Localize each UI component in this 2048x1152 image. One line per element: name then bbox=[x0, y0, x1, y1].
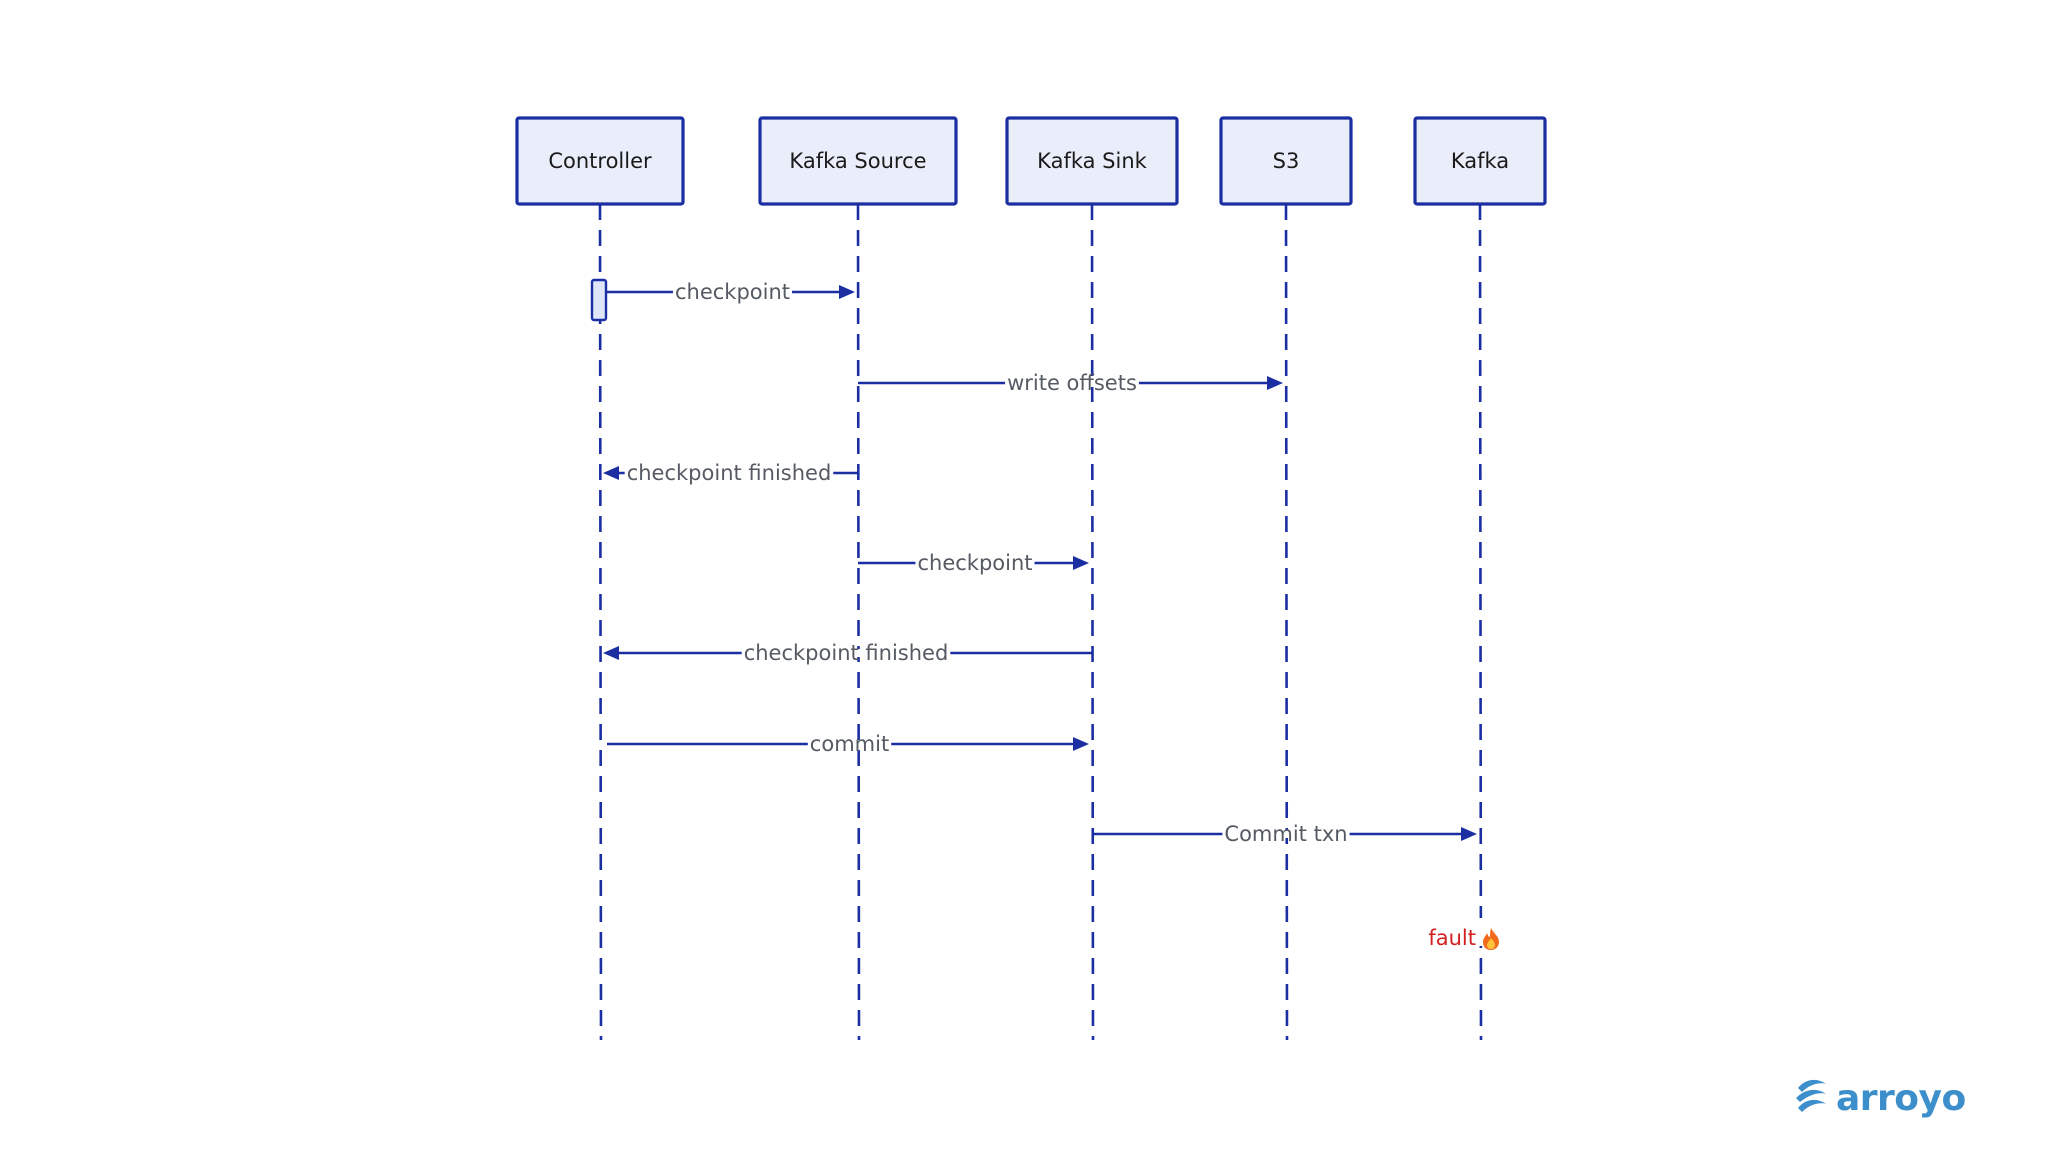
message-6: commit bbox=[607, 732, 1089, 756]
participant-label-s3: S3 bbox=[1273, 149, 1300, 173]
participant-s3: S3 bbox=[1219, 116, 1353, 206]
participant-kafka-source: Kafka Source bbox=[758, 116, 958, 206]
participant-label-kafka-source: Kafka Source bbox=[789, 149, 926, 173]
message-label-bg bbox=[672, 288, 793, 296]
controller-activation-bar bbox=[590, 278, 608, 322]
arroyo-logo: arroyo bbox=[1796, 1078, 1966, 1119]
participant-box-s3 bbox=[1219, 116, 1353, 206]
fault-marker: fault bbox=[1422, 918, 1508, 950]
message-5: checkpoint finished bbox=[603, 641, 1092, 665]
fire-icon bbox=[1483, 928, 1499, 950]
message-label-1: checkpoint bbox=[675, 280, 790, 304]
message-7: Commit txn bbox=[1092, 822, 1477, 846]
participant-box-kafka-sink bbox=[1005, 116, 1179, 206]
message-label-bg bbox=[807, 740, 892, 748]
participants: Controller Kafka Source Kafka Sink S3 Kafka bbox=[515, 116, 1547, 206]
arroyo-wave-icon bbox=[1796, 1079, 1826, 1112]
participant-label-kafka-sink: Kafka Sink bbox=[1037, 149, 1147, 173]
arrow-head-icon bbox=[603, 646, 619, 660]
participant-kafka-sink: Kafka Sink bbox=[1005, 116, 1179, 206]
message-label-3: checkpoint finished bbox=[627, 461, 832, 485]
messages: checkpoint write offsets checkpoint finish… bbox=[603, 280, 1477, 846]
participant-kafka: Kafka bbox=[1413, 116, 1547, 206]
message-label-bg bbox=[915, 559, 1035, 567]
message-label-6: commit bbox=[810, 732, 889, 756]
participant-label-kafka: Kafka bbox=[1451, 149, 1509, 173]
participant-box-kafka bbox=[1413, 116, 1547, 206]
message-label-7: Commit txn bbox=[1224, 822, 1347, 846]
lifeline-kafka-source bbox=[856, 203, 861, 1041]
participant-box-controller bbox=[515, 116, 685, 206]
lifeline-s3 bbox=[1284, 203, 1289, 1041]
message-4: checkpoint bbox=[858, 551, 1089, 575]
message-1: checkpoint bbox=[607, 280, 855, 304]
arrow-head-icon bbox=[1267, 376, 1283, 390]
message-2: write offsets bbox=[858, 371, 1283, 395]
arrow-head-icon bbox=[1073, 556, 1089, 570]
arrow-head-icon bbox=[839, 285, 855, 299]
arrow-head-icon bbox=[1073, 737, 1089, 751]
arrow-head-icon bbox=[1461, 827, 1477, 841]
activations bbox=[590, 278, 608, 322]
lifeline-controller bbox=[598, 203, 603, 1041]
participant-controller: Controller bbox=[515, 116, 685, 206]
participant-label-controller: Controller bbox=[548, 149, 652, 173]
message-label-5: checkpoint finished bbox=[744, 641, 949, 665]
message-label-bg bbox=[1005, 379, 1139, 387]
participant-box-kafka-source bbox=[758, 116, 958, 206]
message-label-2: write offsets bbox=[1007, 371, 1137, 395]
message-label-bg bbox=[1222, 830, 1350, 838]
arroyo-wordmark: arroyo bbox=[1836, 1078, 1966, 1119]
lifelines bbox=[598, 203, 1483, 1041]
lifeline-kafka-sink bbox=[1090, 203, 1095, 1041]
lifeline-kafka bbox=[1478, 203, 1483, 1041]
message-label-4: checkpoint bbox=[917, 551, 1032, 575]
message-label-bg bbox=[741, 649, 951, 657]
message-label-bg bbox=[624, 469, 834, 477]
fault-label: fault bbox=[1428, 926, 1476, 950]
arrow-head-icon bbox=[603, 466, 619, 480]
message-3: checkpoint finished bbox=[603, 461, 858, 485]
